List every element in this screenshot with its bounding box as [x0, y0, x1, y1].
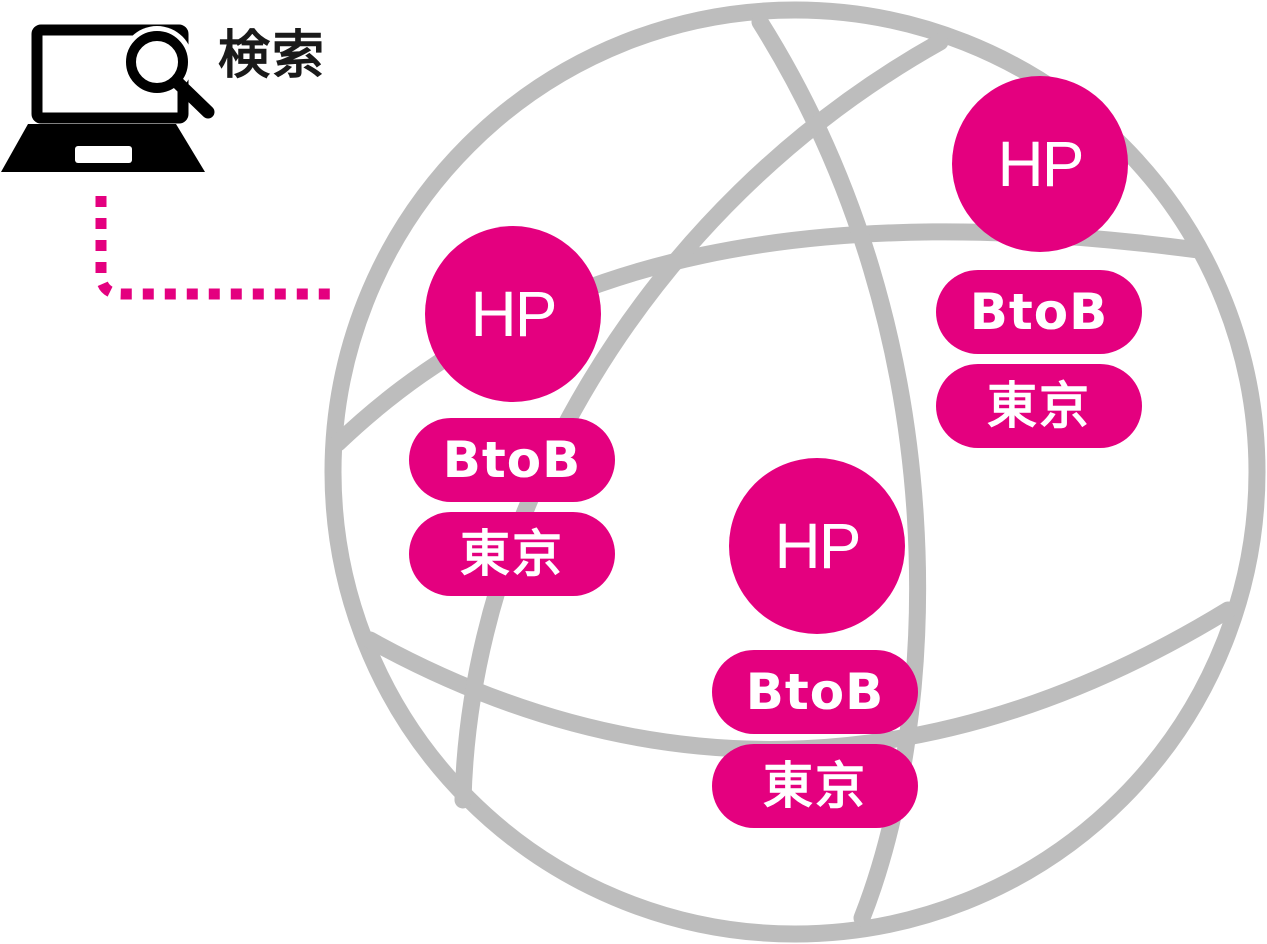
- btob-tag-right: BtoB: [936, 270, 1142, 354]
- hp-node-bottom: HP: [729, 458, 905, 634]
- search-connector-line: [95, 196, 330, 300]
- tokyo-tag-bottom: 東京: [712, 744, 918, 828]
- btob-tag-left: BtoB: [409, 418, 615, 502]
- btob-tag-bottom: BtoB: [712, 650, 918, 734]
- tokyo-tag-left: 東京: [409, 512, 615, 596]
- globe-meridian-left: [454, 33, 949, 809]
- hp-node-left: HP: [425, 226, 601, 402]
- search-label: 検索: [218, 26, 327, 86]
- globe-outline: [324, 1, 1266, 943]
- tokyo-tag-right: 東京: [936, 364, 1142, 448]
- hp-node-right: HP: [952, 76, 1128, 252]
- magnifier-icon: [121, 26, 215, 119]
